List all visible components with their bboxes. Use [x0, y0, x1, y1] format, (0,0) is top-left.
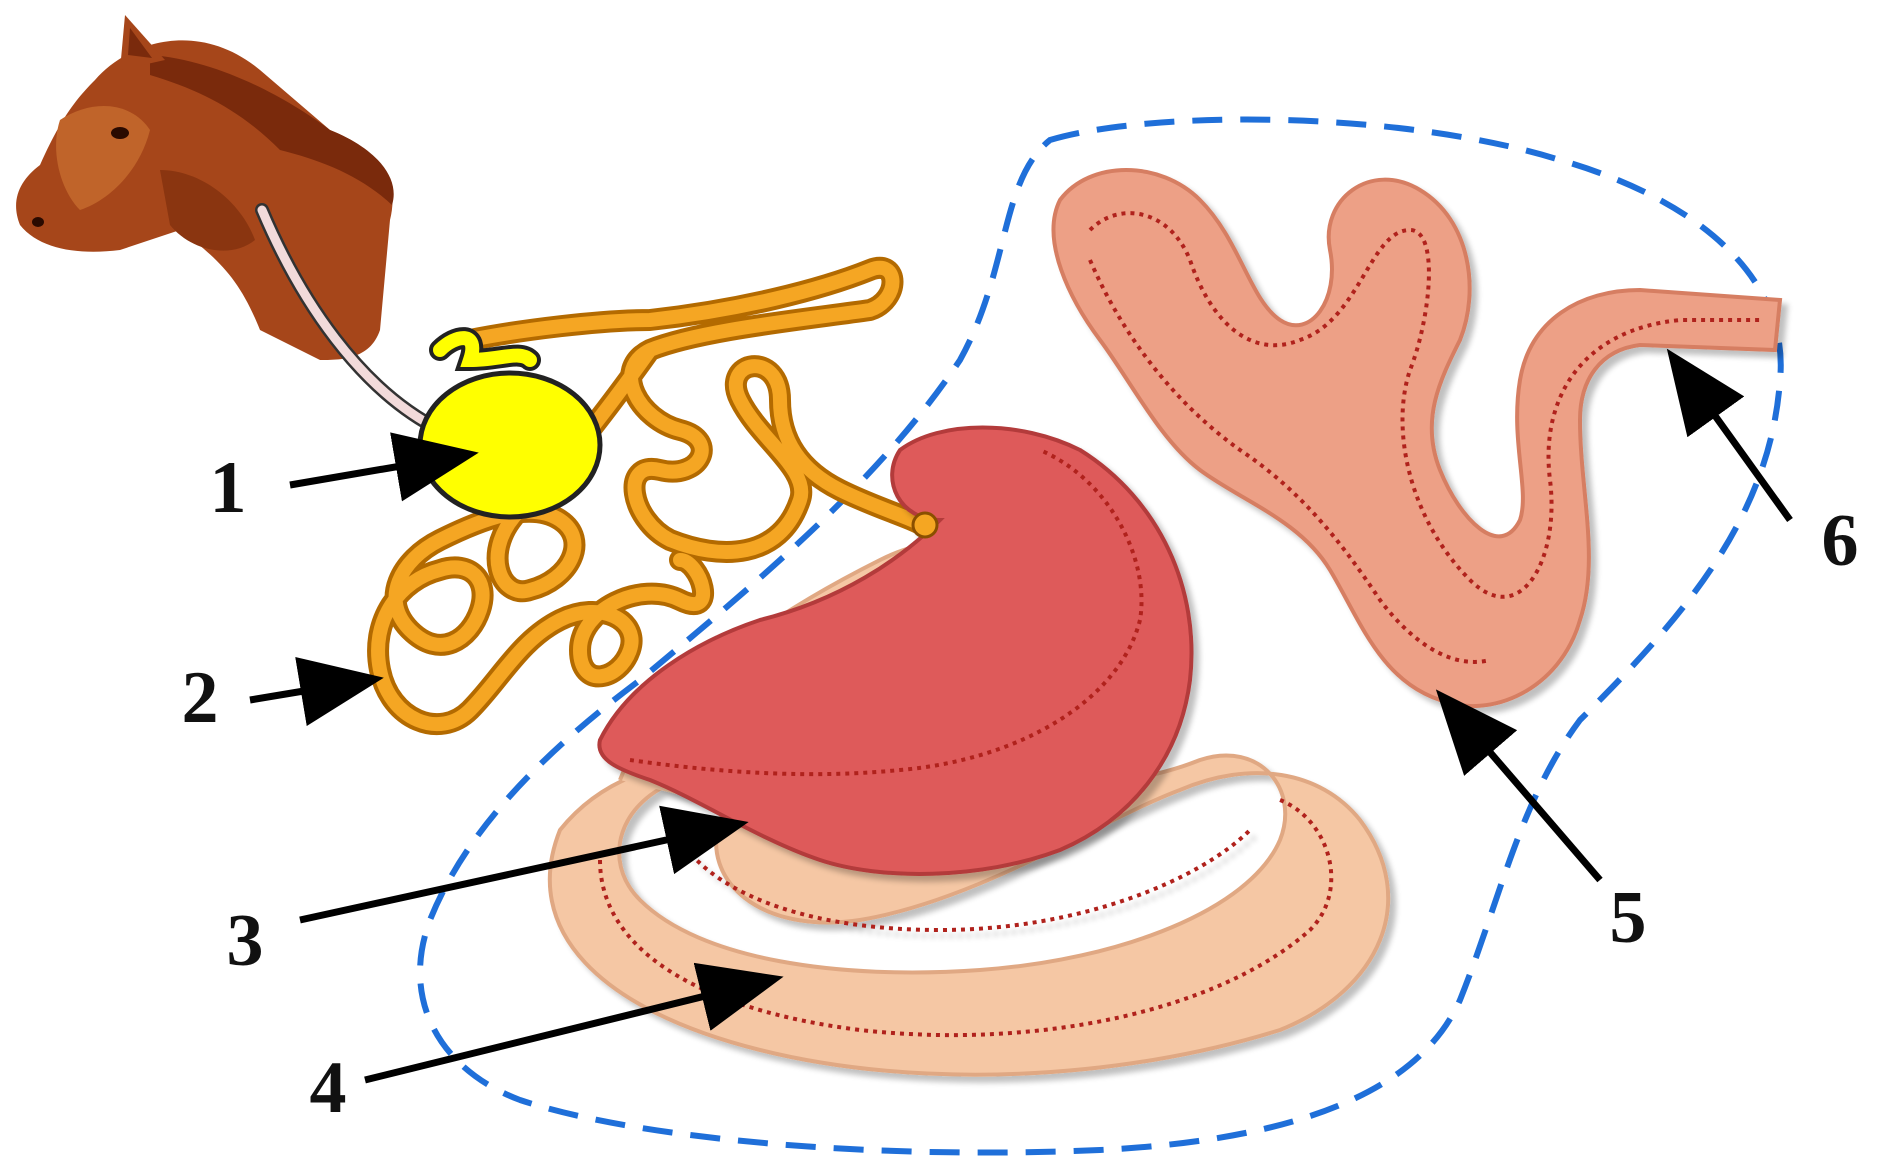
label-2: 2 [182, 657, 219, 739]
stomach [420, 338, 600, 517]
label-3: 3 [227, 900, 264, 982]
cecum [599, 428, 1191, 874]
arrow-2 [250, 680, 370, 700]
label-5: 5 [1610, 877, 1647, 959]
horse-head-icon [16, 15, 394, 360]
label-1: 1 [210, 447, 247, 529]
arrow-3 [300, 825, 735, 920]
label-4: 4 [310, 1047, 347, 1129]
label-6: 6 [1822, 500, 1859, 582]
